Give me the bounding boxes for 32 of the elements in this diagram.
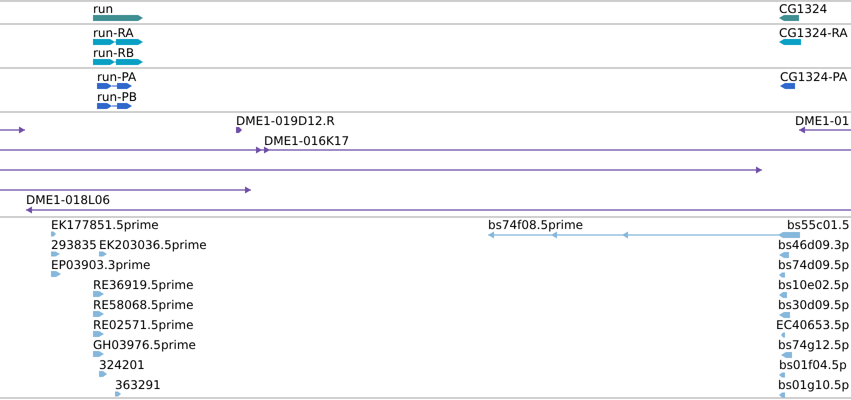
- feature-label: EP03903.3prime: [51, 258, 150, 272]
- feature-label: run-PA: [97, 70, 136, 84]
- feature-label: DME1-01: [795, 114, 850, 128]
- feature-label: CG1324: [779, 2, 828, 16]
- feature-label: DME1-019D12.R: [236, 114, 335, 128]
- feature-label: RE58068.5prime: [93, 298, 194, 312]
- feature-label: 324201: [99, 358, 145, 372]
- feature-label: CG1324-RA: [779, 26, 848, 40]
- feature-label: bs01f04.5p: [779, 358, 847, 372]
- feature-label: bs46d09.3p: [778, 238, 850, 252]
- feature-label: DME1-018L06: [26, 193, 110, 207]
- feature-label: bs55c01.5: [787, 218, 850, 232]
- feature-label: RE02571.5prime: [93, 318, 194, 332]
- feature-label: bs74f08.5prime: [488, 218, 584, 232]
- feature-label: bs30d09.5p: [778, 298, 850, 312]
- feature-label: run: [93, 2, 114, 16]
- feature-label: CG1324-PA: [780, 70, 848, 84]
- feature-label: EK203036.5prime: [99, 238, 207, 252]
- feature-label: EC40653.5p: [776, 318, 850, 332]
- feature-label: DME1-016K17: [264, 134, 350, 148]
- feature-label: run-RB: [93, 46, 134, 60]
- feature-label: 363291: [115, 378, 161, 392]
- feature-label: RE36919.5prime: [93, 278, 194, 292]
- feature-label: bs01g10.5p: [778, 378, 850, 392]
- feature-label: 293835: [51, 238, 97, 252]
- feature-label: bs74g12.5p: [778, 338, 850, 352]
- feature-label: GH03976.5prime: [93, 338, 196, 352]
- feature-label: bs10e02.5p: [778, 278, 849, 292]
- feature-label: bs74d09.5p: [778, 258, 850, 272]
- feature-label: run-PB: [97, 90, 137, 104]
- feature-label: EK177851.5prime: [51, 218, 159, 232]
- feature-label: run-RA: [93, 26, 134, 40]
